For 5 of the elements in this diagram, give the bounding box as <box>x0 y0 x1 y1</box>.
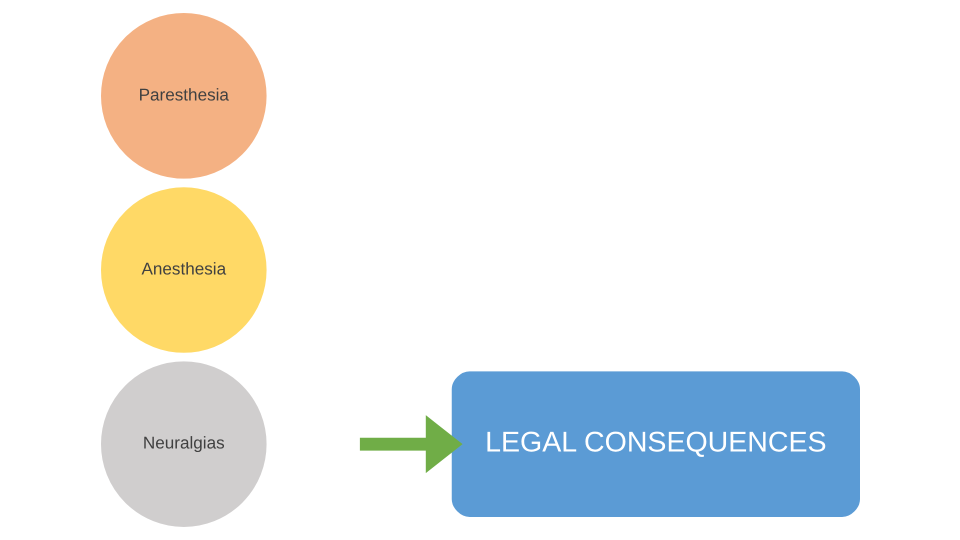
node-circle: Neuralgias <box>100 361 266 527</box>
node-circle: Paresthesia <box>100 13 266 179</box>
arrow <box>359 415 462 474</box>
node-box: LEGAL CONSEQUENCES <box>451 371 860 517</box>
node-circle: Anesthesia <box>100 187 266 353</box>
